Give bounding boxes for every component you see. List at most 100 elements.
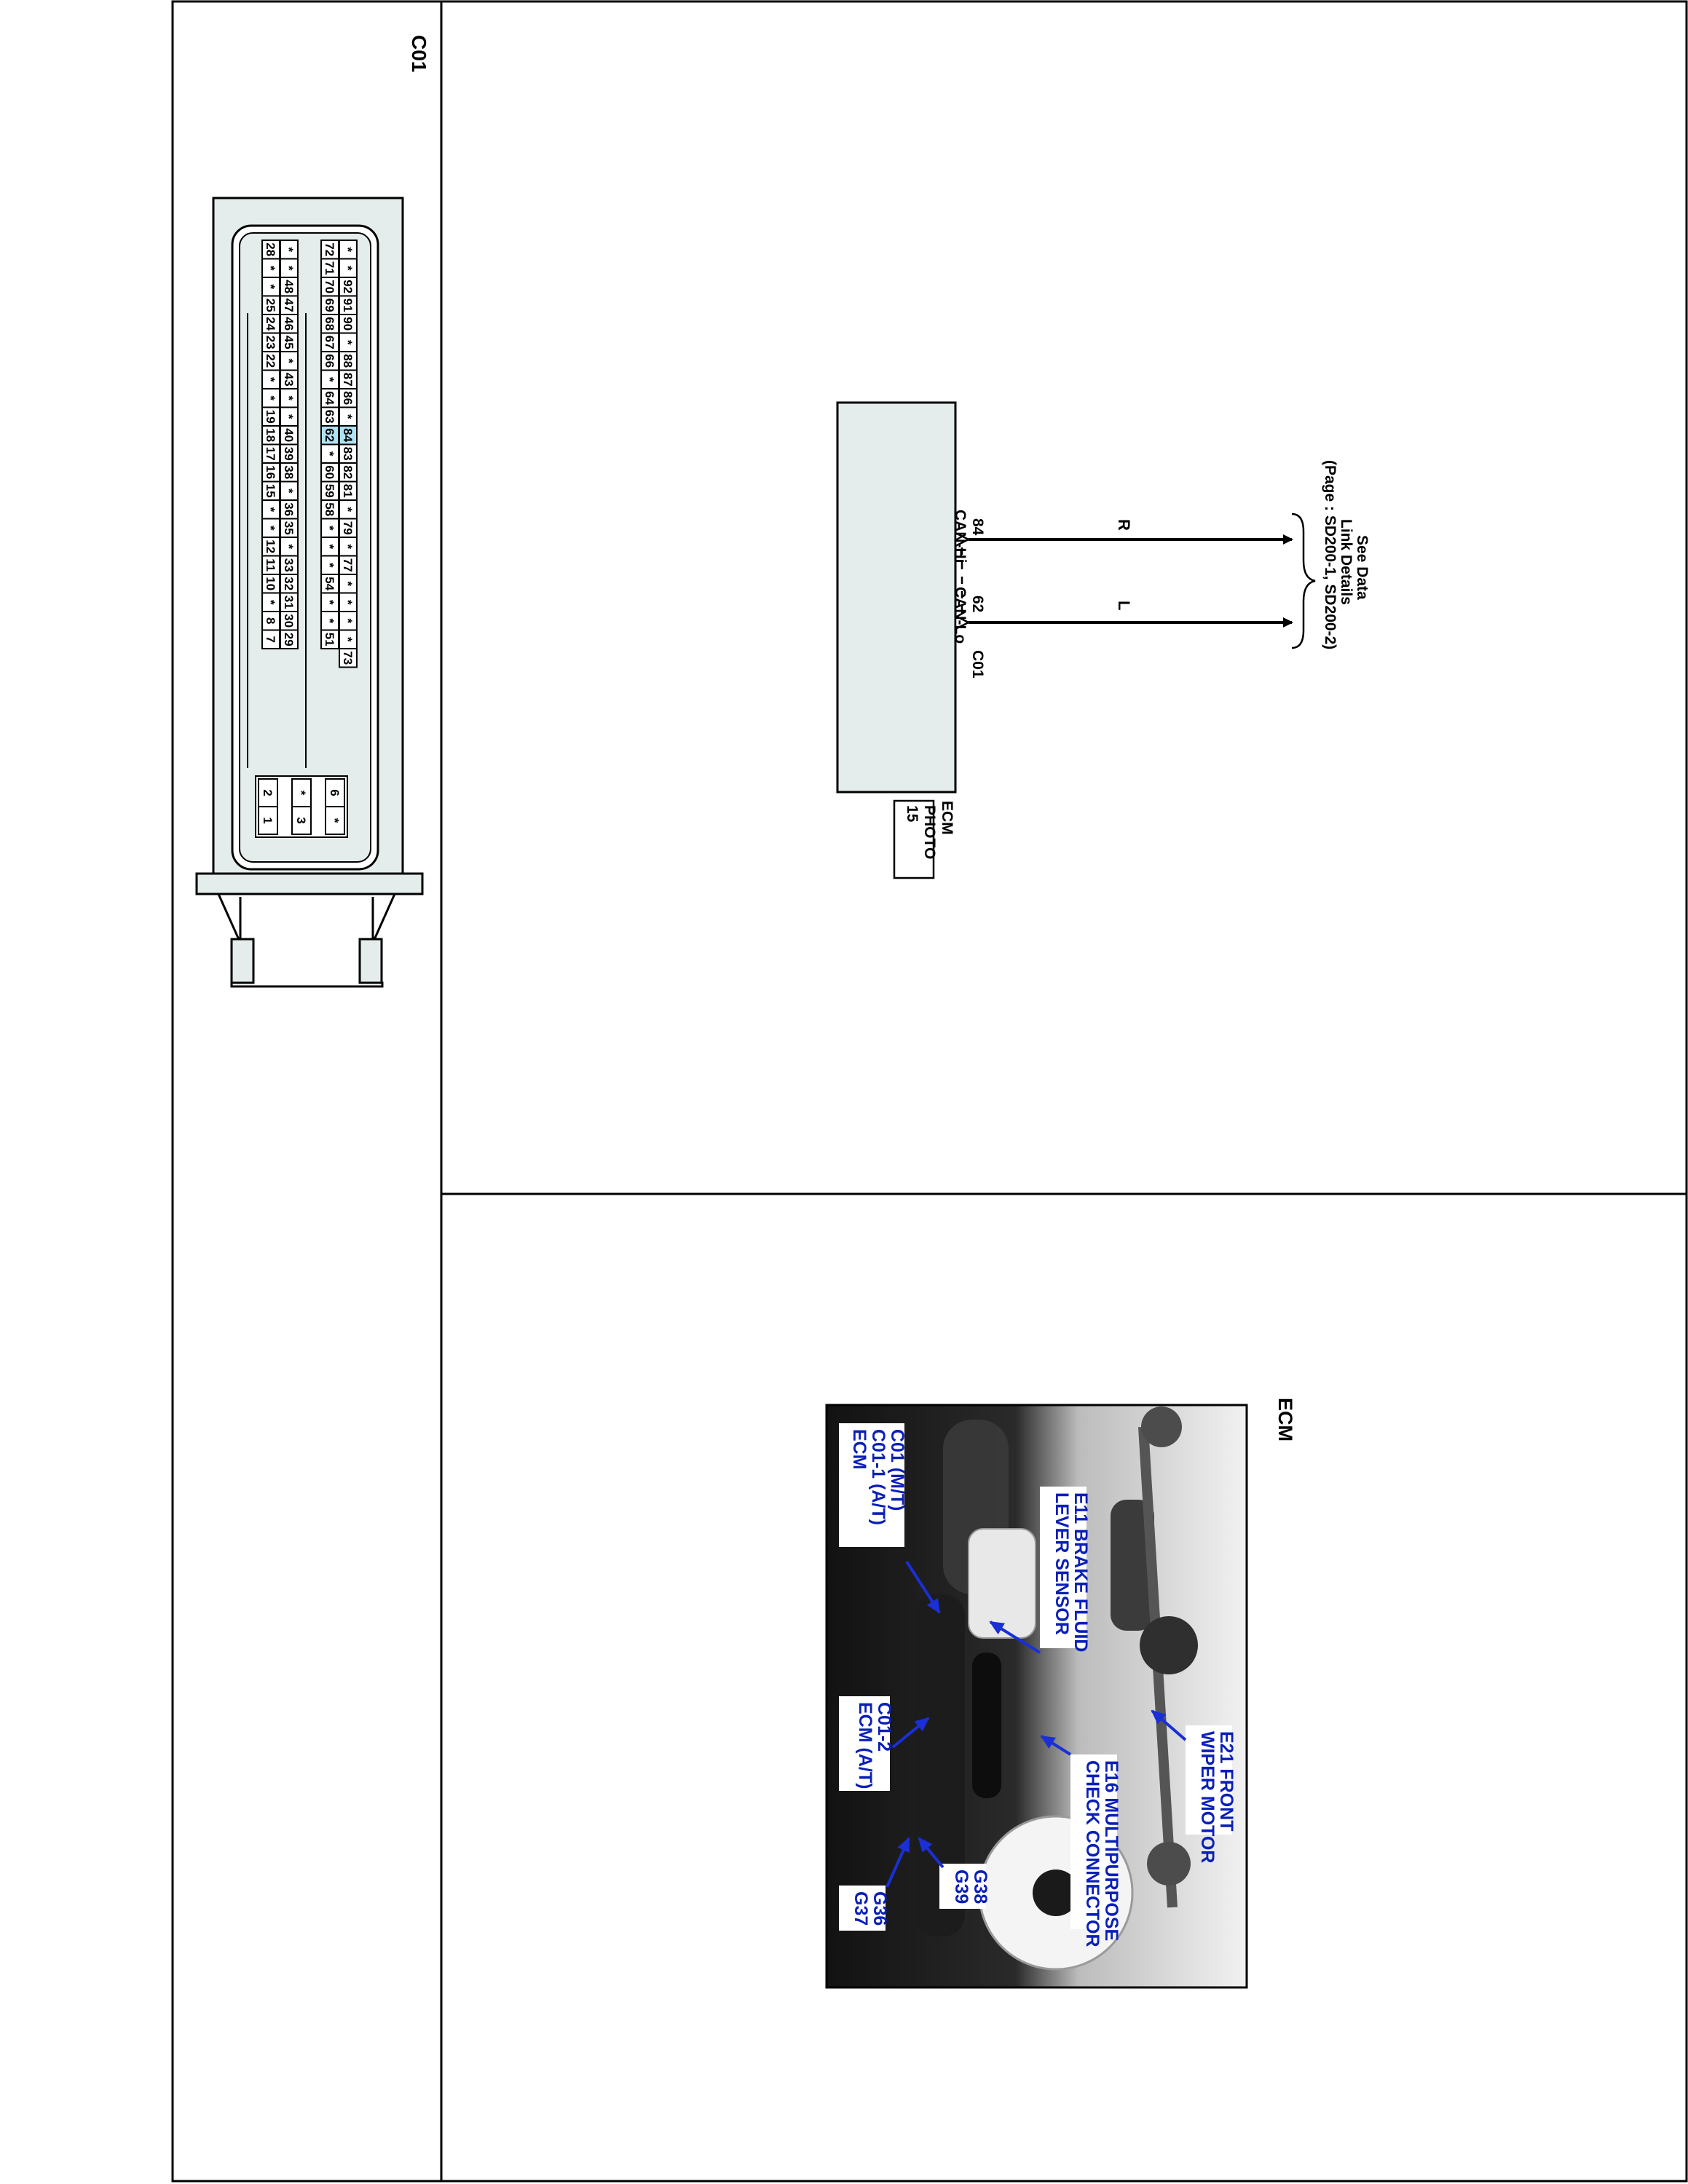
pin-label: 51 (323, 633, 336, 646)
callout-e21: E21 FRONT WIPER MOTOR (1151, 1709, 1237, 1863)
pin-label: 12 (264, 539, 277, 553)
pin-label: 11 (264, 558, 277, 571)
pin-label: * (282, 488, 296, 494)
svg-text:E16 MULTIPURPOSE: E16 MULTIPURPOSE (1101, 1760, 1121, 1941)
callout-g38: G38 G39 (918, 1837, 990, 1909)
link-title: See Data (1354, 535, 1370, 600)
pin-label: * (341, 507, 355, 512)
pin-label: 45 (282, 336, 296, 349)
power-pin-label: 1 (261, 817, 275, 823)
pin-cell (339, 443, 358, 464)
pin-cell (320, 332, 339, 352)
pin-cell (320, 611, 339, 631)
signal-can-lo: CAN-Lo (952, 587, 969, 644)
pin-label: 67 (323, 336, 336, 349)
pin-label: * (282, 544, 296, 549)
pin-label: 40 (282, 428, 296, 442)
pin-label: 10 (264, 577, 277, 590)
pin-cell (261, 462, 280, 483)
wire-color-r: R (1115, 519, 1133, 531)
pin-label: * (341, 637, 355, 642)
pin-label: 17 (264, 447, 277, 461)
pin-label: 71 (323, 261, 336, 275)
connector-pin-grid: **929190*888786*84838281*79*77****737271… (247, 240, 358, 768)
pin-label: 70 (323, 280, 336, 293)
pin-label: 88 (341, 354, 355, 368)
connector-panel: C01 **929190*888786*84838281*79*77****73… (195, 35, 430, 988)
engine-bay-photo (825, 1404, 1248, 1989)
photo-ref-number: 15 (904, 805, 920, 823)
pin-label: * (341, 247, 355, 252)
pin-label: 32 (282, 577, 296, 590)
pin-label: * (264, 395, 277, 400)
pin-label: * (323, 377, 336, 382)
photo-section-title: ECM (1274, 1398, 1296, 1441)
pin-label: 36 (282, 502, 296, 516)
power-pin-cell (258, 806, 278, 835)
link-line-3: (Page : SD200-1, SD200-2) (1322, 460, 1338, 649)
pin-label: 35 (282, 521, 296, 535)
svg-text:LEVER SENSOR: LEVER SENSOR (1052, 1492, 1072, 1635)
connector-housing (195, 197, 424, 988)
pin-cell (339, 574, 358, 594)
pin-label: 25 (264, 298, 277, 312)
pin-cell (280, 332, 299, 352)
pin-label: * (264, 526, 277, 531)
svg-text:E11 BRAKE FLUID: E11 BRAKE FLUID (1070, 1492, 1091, 1652)
pin-label: * (323, 563, 336, 568)
pin-label: 31 (282, 596, 296, 609)
pin-label: 69 (323, 298, 336, 312)
pin-label: * (341, 340, 355, 345)
schematic-diagram: R L 84 62 CAN-Hi CAN-Lo C01 ECM PHOTO 15… (836, 401, 1370, 879)
power-pin-label: * (328, 818, 342, 823)
pin-label: 72 (323, 242, 336, 256)
photo-ref-word: PHOTO (921, 805, 938, 859)
pin-cell (280, 388, 299, 408)
callout-g36: G36 G37 (839, 1837, 910, 1931)
ecm-module-box (836, 401, 957, 794)
power-pin-cell (325, 778, 345, 807)
pin-label: * (264, 377, 277, 382)
svg-text:ECM: ECM (849, 1429, 869, 1470)
pin-label: 90 (341, 317, 355, 331)
pin-label: 47 (282, 298, 296, 312)
pin-label: 22 (264, 354, 277, 368)
pin-cell (320, 240, 339, 260)
pin-label: * (282, 414, 296, 419)
pin-label: * (264, 507, 277, 512)
signal-can-hi: CAN-Hi (952, 510, 969, 563)
pin-cell (261, 314, 280, 334)
callout-c012: C01-2 ECM (A/T) (839, 1696, 930, 1791)
pin-label: 46 (282, 317, 296, 331)
power-pin-cell (325, 806, 345, 835)
pin-cell (261, 499, 280, 520)
pin-label: * (341, 414, 355, 419)
pin-cell (339, 499, 358, 520)
pin-label: * (341, 266, 355, 271)
pin-label: * (341, 581, 355, 586)
pin-label: 23 (264, 336, 277, 349)
pin-label: * (323, 526, 336, 531)
pin-label: 33 (282, 558, 296, 572)
svg-text:G39: G39 (951, 1870, 971, 1904)
svg-text:CHECK CONNECTOR: CHECK CONNECTOR (1082, 1760, 1103, 1947)
pin-cell (280, 629, 299, 649)
power-pin-label: * (294, 791, 308, 796)
svg-text:C01 (M/T): C01 (M/T) (887, 1429, 907, 1511)
connector-label-c01: C01 (969, 650, 986, 678)
page-frame (171, 0, 1688, 2183)
pin-cell (261, 258, 280, 278)
pin-cell (339, 480, 358, 501)
pin-label: * (282, 266, 296, 271)
link-line-2: Link Details (1338, 519, 1354, 605)
power-pin-label: 2 (261, 789, 275, 796)
pin-cell (261, 332, 280, 352)
pin-label: 84 (341, 428, 355, 442)
pin-cell (339, 277, 358, 297)
callout-e16: E16 MULTIPURPOSE CHECK CONNECTOR (1040, 1735, 1121, 1947)
pin-cell (320, 518, 339, 538)
pin-label: 63 (323, 410, 336, 424)
pin-label: 83 (341, 447, 355, 461)
pin-label: * (264, 266, 277, 271)
